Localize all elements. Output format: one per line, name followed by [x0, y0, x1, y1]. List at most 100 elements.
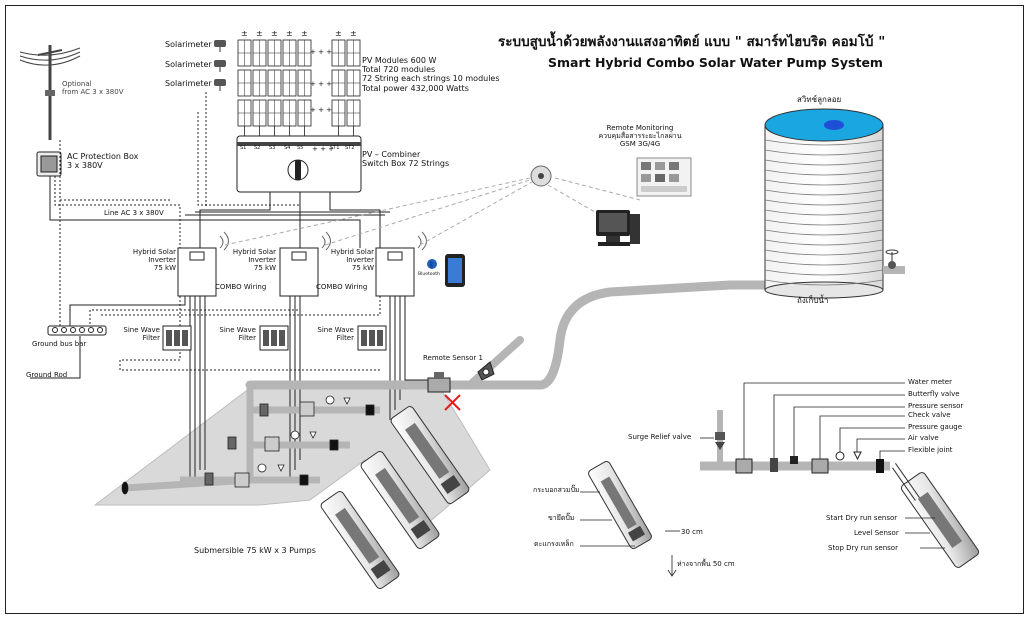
polarity-marks: ± — [335, 29, 342, 38]
grille-label: ตะแกรงเหล็ก — [534, 540, 574, 548]
string-label: S2 — [254, 145, 261, 151]
filter-label: Sine Wave Filter — [118, 326, 160, 342]
pv-ellipsis: + + + — [310, 106, 333, 114]
inverter-label-line: Hybrid Solar — [330, 248, 374, 256]
solarimeter-label: Solarimeter — [165, 60, 212, 69]
start-dry-run-label: Start Dry run sensor — [826, 514, 898, 522]
pv-ellipsis: + + + — [310, 80, 333, 88]
polarity-marks: ± — [286, 29, 293, 38]
monitoring-screens-icon — [636, 157, 692, 197]
flexible-joint-label: Flexible joint — [908, 446, 953, 454]
monitoring-line: ควบคุมสื่อสารระยะไกลผ่าน — [598, 132, 682, 141]
ac-protection-line: AC Protection Box — [67, 152, 139, 161]
butterfly-valve-icon — [477, 361, 495, 381]
filter-label-line: Sine Wave — [317, 326, 354, 334]
bracket-label: ขายึดปั๊ม — [548, 514, 575, 522]
title-english: Smart Hybrid Combo Solar Water Pump Syst… — [548, 55, 883, 70]
solarimeter-icons — [214, 40, 226, 91]
ac-protection-box-icon — [36, 151, 62, 177]
pv-info-line: Total 720 modules — [362, 65, 436, 75]
inverter-label-line: 75 kW — [153, 264, 176, 273]
string-label: S4 — [284, 145, 291, 151]
filter-label: Sine Wave Filter — [214, 326, 256, 342]
field-valves — [121, 395, 375, 495]
air-valve-label: Air valve — [908, 434, 939, 442]
filter-label-line: Sine Wave — [123, 326, 160, 334]
monitoring-line: Remote Monitoring — [606, 124, 674, 132]
string-label: S3 — [269, 145, 276, 151]
submersible-pump-icon — [390, 406, 470, 504]
submersible-pump-icon — [360, 451, 440, 549]
satellite-icon — [530, 165, 552, 187]
inverter-label-line: Hybrid Solar — [132, 248, 176, 256]
solarimeter-icon — [214, 60, 226, 67]
string-label: S5 — [297, 145, 304, 151]
submersible-pumps — [320, 406, 470, 589]
inverter-units — [177, 247, 415, 297]
combiner-box — [236, 135, 362, 193]
inverter-label-line: 75 kW — [253, 264, 276, 273]
filter-label: Sine Wave Filter — [312, 326, 354, 342]
pressure-gauge-label: Pressure gauge — [908, 423, 963, 431]
inverter-label-line: Inverter — [346, 256, 374, 265]
ground-bus-bar-label: Ground bus bar — [32, 340, 87, 348]
sleeve-label: กระบอกสวมปั๊ม — [533, 486, 580, 494]
string-label: ST2 — [345, 145, 355, 151]
sleeve-pump-detail — [580, 460, 680, 577]
bluetooth-icon: ᛒ — [427, 259, 437, 269]
diagram-frame — [5, 5, 1024, 614]
wireless-links — [224, 177, 641, 246]
water-tank — [764, 108, 905, 299]
utility-pole-icon — [19, 45, 81, 140]
filter-label-line: Filter — [238, 334, 256, 343]
solarimeter-label: Solarimeter — [165, 40, 212, 49]
sine-wave-filters — [162, 325, 387, 351]
smartphone-icon — [445, 254, 465, 287]
pv-info: PV Modules 600 W Total 720 modules 72 St… — [362, 56, 500, 93]
solarimeter-icon — [214, 79, 226, 86]
surge-relief-label: Surge Relief valve — [628, 433, 692, 441]
ground-bus-bar-icon — [47, 325, 107, 336]
inverter-label-line: 75 kW — [351, 264, 374, 273]
polarity-marks: ± — [350, 29, 357, 38]
computer-icon — [596, 210, 640, 246]
svg-text:ᛒ: ᛒ — [430, 261, 434, 269]
error-x-icon — [444, 394, 461, 411]
pv-ellipsis: + + + — [310, 48, 333, 56]
inverter-label-line: Hybrid Solar — [232, 248, 276, 256]
inverter-label: Hybrid Solar Inverter 75 kW — [322, 248, 374, 272]
line-ac-label: Line AC 3 x 380V — [104, 209, 164, 217]
detail-pipe — [700, 410, 890, 474]
ac-protection-label: AC Protection Box 3 x 380V — [67, 152, 138, 170]
remote-sensor-label: Remote Sensor 1 — [423, 354, 483, 362]
polarity-marks: ± — [301, 29, 308, 38]
pv-info-line: PV Modules 600 W — [362, 56, 437, 65]
pv-array: ±±±±±±± — [237, 29, 361, 142]
combiner-label: PV – Combiner Switch Box 72 Strings — [362, 150, 449, 168]
filter-label-line: Sine Wave — [219, 326, 256, 334]
sensor-pump-detail — [892, 463, 980, 568]
detail-leader-lines — [700, 382, 905, 459]
solarimeter-icon — [214, 40, 226, 47]
optional-ac-label: Optional from AC 3 x 380V — [62, 80, 124, 96]
butterfly-valve-label: Butterfly valve — [908, 390, 960, 398]
combo-wiring-label: COMBO Wiring — [316, 283, 368, 291]
combiner-ellipsis: + + + — [312, 145, 335, 153]
string-label: S1 — [240, 145, 247, 151]
polarity-marks: ± — [271, 29, 278, 38]
tank-valve-icon — [888, 261, 896, 269]
polarity-marks: ± — [256, 29, 263, 38]
pv-info-line: 72 String each strings 10 modules — [362, 74, 500, 84]
ground-rod-label: Ground Rod — [26, 371, 68, 379]
combiner-label-line: PV – Combiner — [362, 150, 421, 159]
float-switch-label: สวิทช์ลูกลอย — [797, 95, 842, 104]
inverter-label: Hybrid Solar Inverter 75 kW — [128, 248, 176, 272]
water-meter-label: Water meter — [908, 378, 952, 386]
dim-30-label: 30 cm — [681, 528, 703, 536]
pumps-label: Submersible 75 kW x 3 Pumps — [194, 546, 316, 555]
filter-label-line: Filter — [336, 334, 354, 343]
filter-label-line: Filter — [142, 334, 160, 343]
inverter-label: Hybrid Solar Inverter 75 kW — [226, 248, 276, 272]
title-thai: ระบบสูบน้ำด้วยพลังงานแสงอาทิตย์ แบบ " สม… — [498, 34, 886, 50]
